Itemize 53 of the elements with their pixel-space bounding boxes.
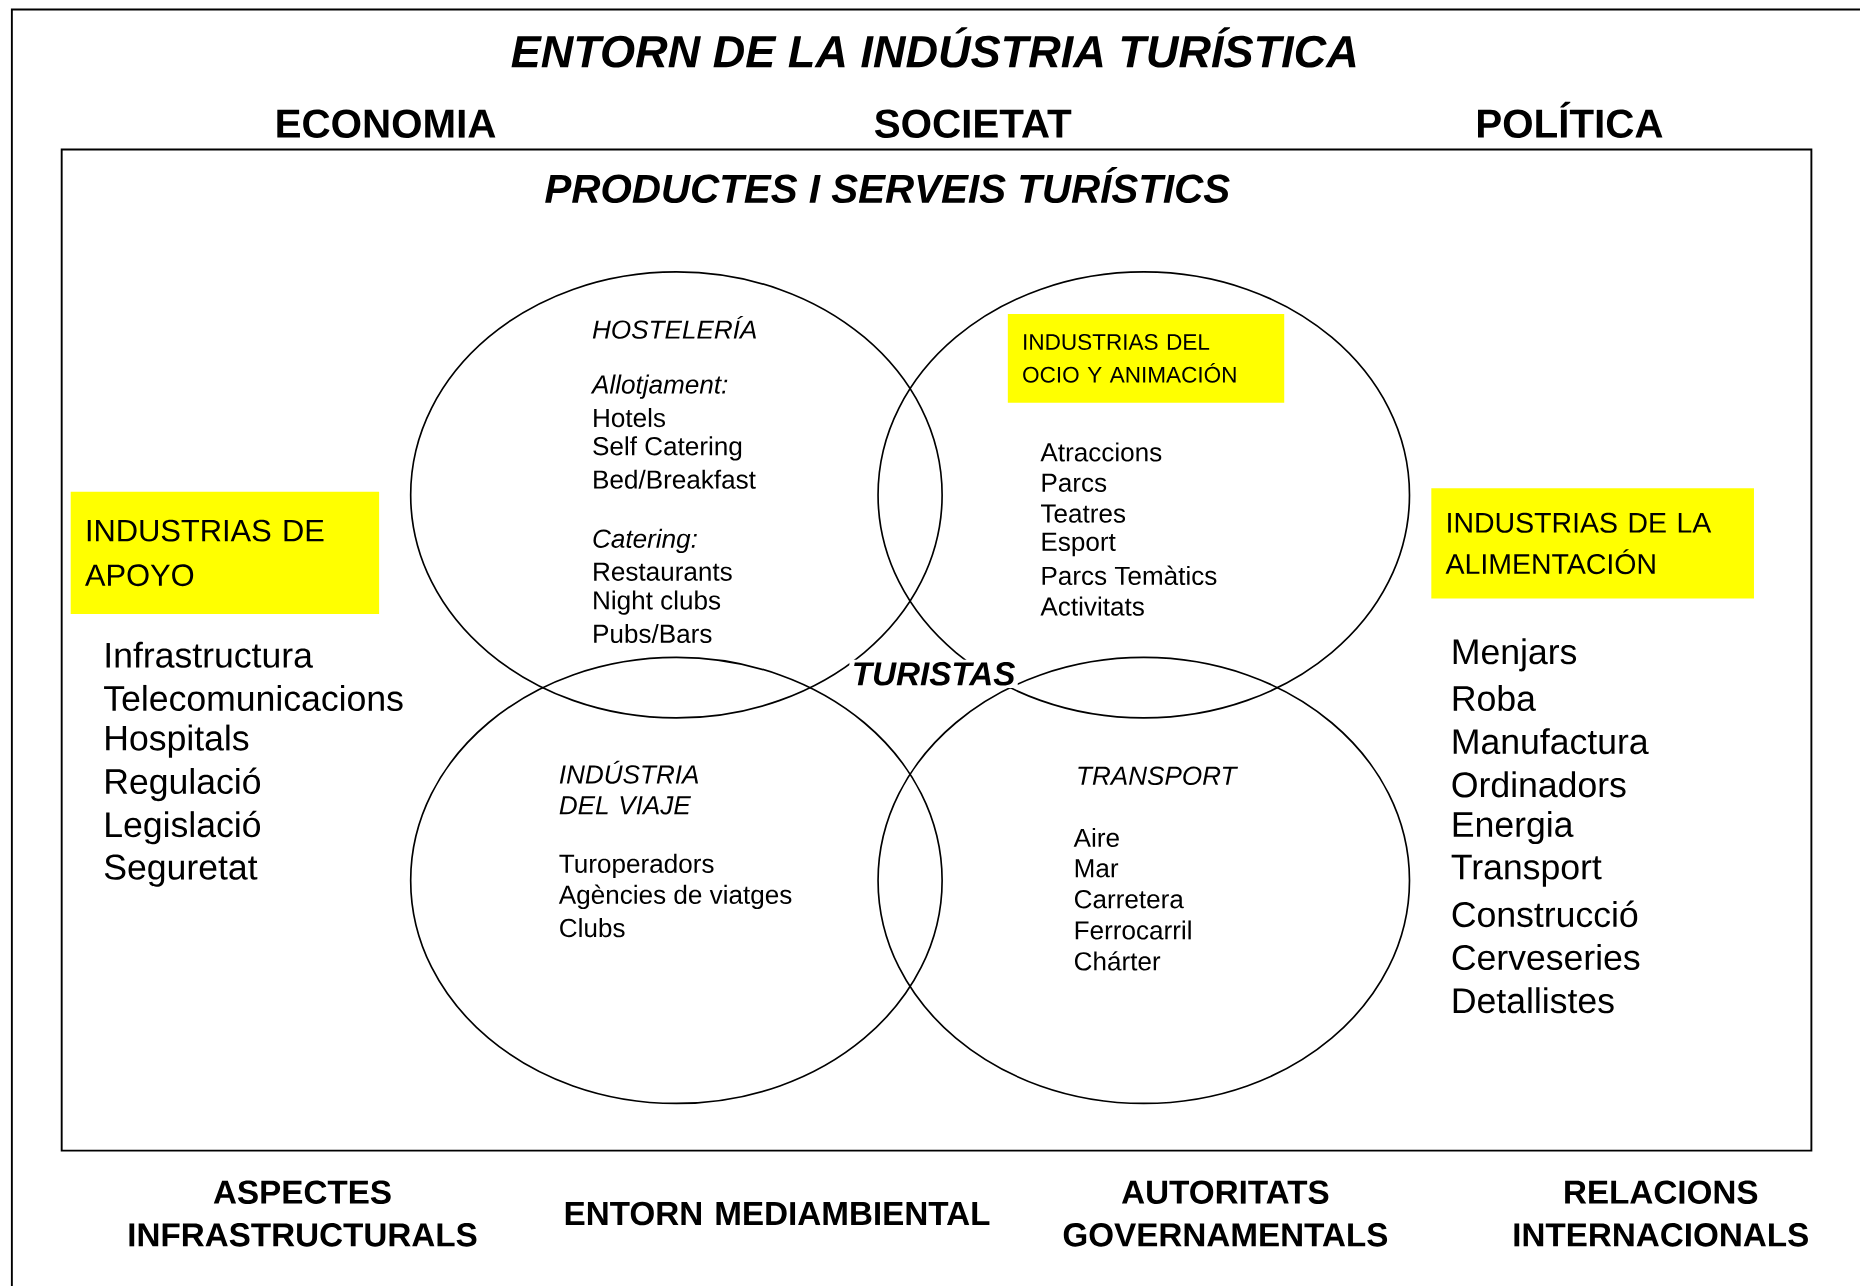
list-item: Parcs	[1042, 473, 1107, 492]
list-item: Parcs Temàtics	[1042, 565, 1217, 586]
list-item: Clubs	[560, 918, 625, 938]
list-item: Regulació	[106, 767, 260, 802]
list-item: Turoperadors	[559, 853, 714, 879]
list-item: Manufactura	[1453, 728, 1649, 755]
list-item: Hotels	[594, 408, 665, 428]
title: ENTORN DE LA INDÚSTRIA TURÍSTICA	[511, 27, 1356, 68]
heading: HOSTELERÍA	[592, 316, 756, 339]
subheading: Catering:	[593, 528, 697, 554]
highlight-box: INDUSTRIAS DEL OCIO Y ANIMACIÓN	[1007, 313, 1285, 403]
list-item: Menjars	[1453, 638, 1577, 672]
category-label: RELACIONS INTERNACIONALS	[1514, 1180, 1808, 1247]
category-label: POLÍTICA	[1478, 101, 1663, 139]
list-item: Legislació	[106, 810, 260, 845]
category-label: ENTORN MEDIAMBIENTAL	[565, 1201, 990, 1226]
highlight-box: INDUSTRIAS DE LA ALIMENTACIÓN	[1431, 488, 1754, 599]
list-item: Transport	[1451, 854, 1602, 887]
list-item: Telecomunicacions	[104, 685, 403, 712]
category-label: SOCIETAT	[874, 109, 1072, 139]
category-label: AUTORITATS GOVERNAMENTALS	[1063, 1180, 1388, 1247]
list-item: Aire	[1073, 828, 1119, 848]
heading: TRANSPORT	[1078, 766, 1238, 786]
list-item: Roba	[1453, 685, 1536, 712]
list-item: Esport	[1042, 532, 1116, 557]
highlight-box: INDUSTRIAS DE APOYO	[70, 491, 380, 615]
list-item: Bed/Breakfast	[594, 469, 756, 489]
list-item: Chárter	[1074, 951, 1161, 971]
list-item: Ferrocarril	[1075, 920, 1191, 940]
heading: INDÚSTRIA DEL VIAJE	[559, 760, 699, 815]
center-label: TURISTAS	[849, 659, 1018, 688]
list-item: Carretera	[1074, 890, 1184, 909]
list-item: Atraccions	[1040, 442, 1162, 462]
list-item: Detallistes	[1453, 987, 1614, 1014]
list-item: Mar	[1075, 859, 1119, 878]
list-item: Night clubs	[594, 590, 721, 615]
list-item: Seguretat	[104, 854, 258, 887]
category-label: ASPECTES INFRASTRUCTURALS	[129, 1180, 477, 1247]
list-item: Cerveseries	[1452, 944, 1640, 971]
list-item: Teatres	[1041, 504, 1126, 523]
list-item: Self Catering	[593, 436, 742, 461]
subheading: Allotjament:	[590, 374, 728, 399]
list-item: Activitats	[1040, 596, 1144, 616]
category-label: ECONOMIA	[277, 109, 496, 139]
list-item: Restaurants	[594, 562, 732, 581]
list-item: Ordinadors	[1452, 771, 1626, 798]
list-item: Hospitals	[106, 724, 249, 758]
list-item: Infrastructura	[106, 641, 313, 668]
heading: PRODUCTES I SERVEIS TURÍSTICS	[545, 167, 1230, 204]
list-item: Agències de viatges	[558, 884, 792, 910]
list-item: Construcció	[1452, 900, 1638, 928]
list-item: Energia	[1453, 811, 1574, 845]
list-item: Pubs/Bars	[594, 623, 712, 644]
